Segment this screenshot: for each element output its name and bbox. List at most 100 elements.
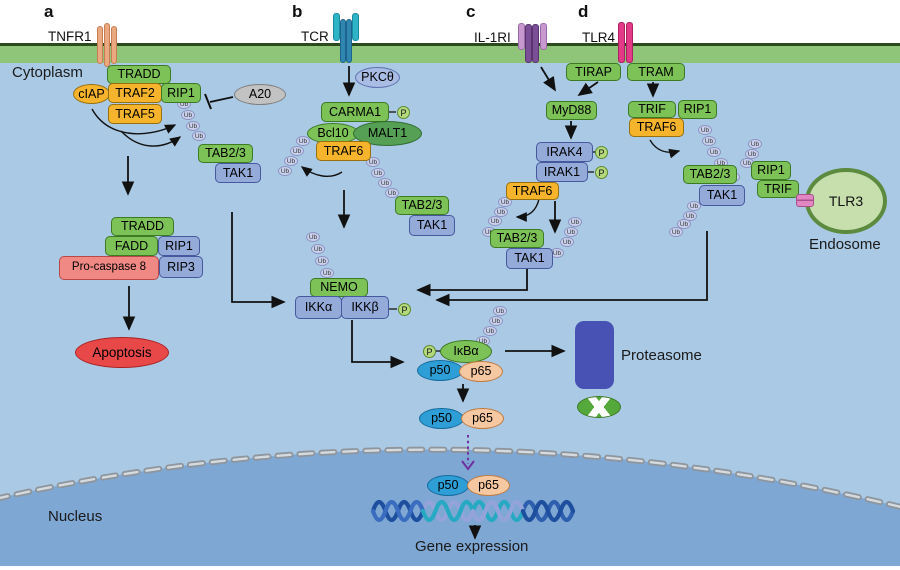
tak1-box: TAK1 [506,248,553,269]
ub-tag: Ub [296,136,310,146]
ikkb-box: IKKβ [341,296,389,319]
tlr4-label: TLR4 [582,30,616,45]
rip3-box: RIP3 [159,256,203,278]
ub-tag: Ub [745,149,759,159]
ub-tag: Ub [315,256,329,266]
ub-tag: Ub [687,201,701,211]
rip1-box: RIP1 [751,161,791,180]
fadd-box: FADD [105,236,158,256]
plasma-membrane-line [0,43,900,46]
il1ri-receptor-icon [525,24,532,63]
ub-tag: Ub [568,217,582,227]
traf5-box: TRAF5 [108,104,162,124]
rip1-box: RIP1 [158,236,200,256]
tak1-box: TAK1 [409,215,455,236]
ub-tag: Ub [702,136,716,146]
ub-tag: Ub [192,131,206,141]
p65-ellipse: p65 [461,408,504,429]
a20-inhibition-line [204,93,234,110]
traf2-box: TRAF2 [108,83,162,103]
phospho-tag: P [595,166,608,179]
trif-box: TRIF [628,101,676,118]
ub-tag: Ub [493,306,507,316]
proteasome-label: Proteasome [621,347,702,364]
phospho-tag: P [397,106,410,119]
ub-tag: Ub [385,188,399,198]
ub-tag: Ub [483,326,497,336]
gene-expression-label: Gene expression [415,538,529,555]
ub-tag: Ub [669,227,683,237]
ub-tag: Ub [186,121,200,131]
phospho-tag: P [423,345,436,358]
ub-tag: Ub [371,168,385,178]
ub-tag: Ub [748,139,762,149]
ub-tag: Ub [488,216,502,226]
tab23-box: TAB2/3 [490,229,544,248]
ub-tag: Ub [707,147,721,157]
tnfr1-receptor-icon [97,26,103,64]
tradd-box: TRADD [107,65,171,84]
tlr3-receptor-icon [796,194,814,207]
degraded-protein-icon [577,396,621,418]
ub-tag: Ub [284,156,298,166]
ciap-ellipse: cIAP [73,84,110,104]
ub-tag: Ub [378,178,392,188]
tirap-box: TIRAP [566,63,621,81]
tnfr1-receptor-icon [111,26,117,64]
ub-tag: Ub [560,237,574,247]
p50-ellipse: p50 [419,408,464,429]
tak1-box: TAK1 [215,163,261,183]
tlr3-label: TLR3 [828,193,864,209]
tab23-box: TAB2/3 [198,144,253,163]
ub-tag: Ub [498,197,512,207]
traf6-box: TRAF6 [316,141,371,161]
phospho-tag: P [398,303,411,316]
endosome-circle: TLR3 [805,168,887,234]
tnfr1-label: TNFR1 [48,29,92,44]
plasma-membrane-band [0,45,900,63]
tcr-receptor-icon [346,19,352,63]
proteasome-icon [575,321,614,389]
il1ri-receptor-icon [532,24,539,63]
tab23-box: TAB2/3 [395,196,449,215]
phospho-tag: P [595,146,608,159]
tnfr1-receptor-icon [104,23,110,67]
traf6-box: TRAF6 [629,118,684,137]
panel-label-d: d [578,2,589,21]
pkctheta-ellipse: PKCθ [355,67,400,88]
tlr4-receptor-icon [618,22,625,63]
ub-tag: Ub [290,146,304,156]
tab23-box: TAB2/3 [683,165,737,184]
ub-tag: Ub [494,207,508,217]
dna-helix [370,499,576,523]
tlr4-receptor-icon [626,22,633,63]
apoptosis-ellipse: Apoptosis [75,337,169,368]
carma1-box: CARMA1 [321,102,389,122]
irak4-box: IRAK4 [536,142,593,162]
ub-tag: Ub [366,157,380,167]
a20-ellipse: A20 [234,84,286,105]
pathway-arrows [121,66,708,540]
ub-tag: Ub [181,110,195,120]
tcr-receptor-icon [340,19,346,63]
panel-label-c: c [466,2,476,21]
nucleus-label: Nucleus [48,508,103,525]
nemo-box: NEMO [310,278,368,297]
il1ri-receptor-icon [540,23,547,50]
il1ri-label: IL-1RI [474,30,511,45]
trif-box: TRIF [757,180,799,198]
ub-tag: Ub [311,244,325,254]
curved-arrows [91,108,681,222]
endosome-label: Endosome [809,236,881,253]
p65-ellipse: p65 [467,475,510,496]
rip1-box: RIP1 [161,83,201,103]
traf6-box: TRAF6 [506,182,559,200]
tram-box: TRAM [627,63,685,81]
bottom-frame [0,566,900,570]
extracellular-space [0,0,900,43]
ikka-box: IKKα [295,296,342,319]
rip1-box: RIP1 [678,100,717,119]
irak1-box: IRAK1 [536,162,588,182]
